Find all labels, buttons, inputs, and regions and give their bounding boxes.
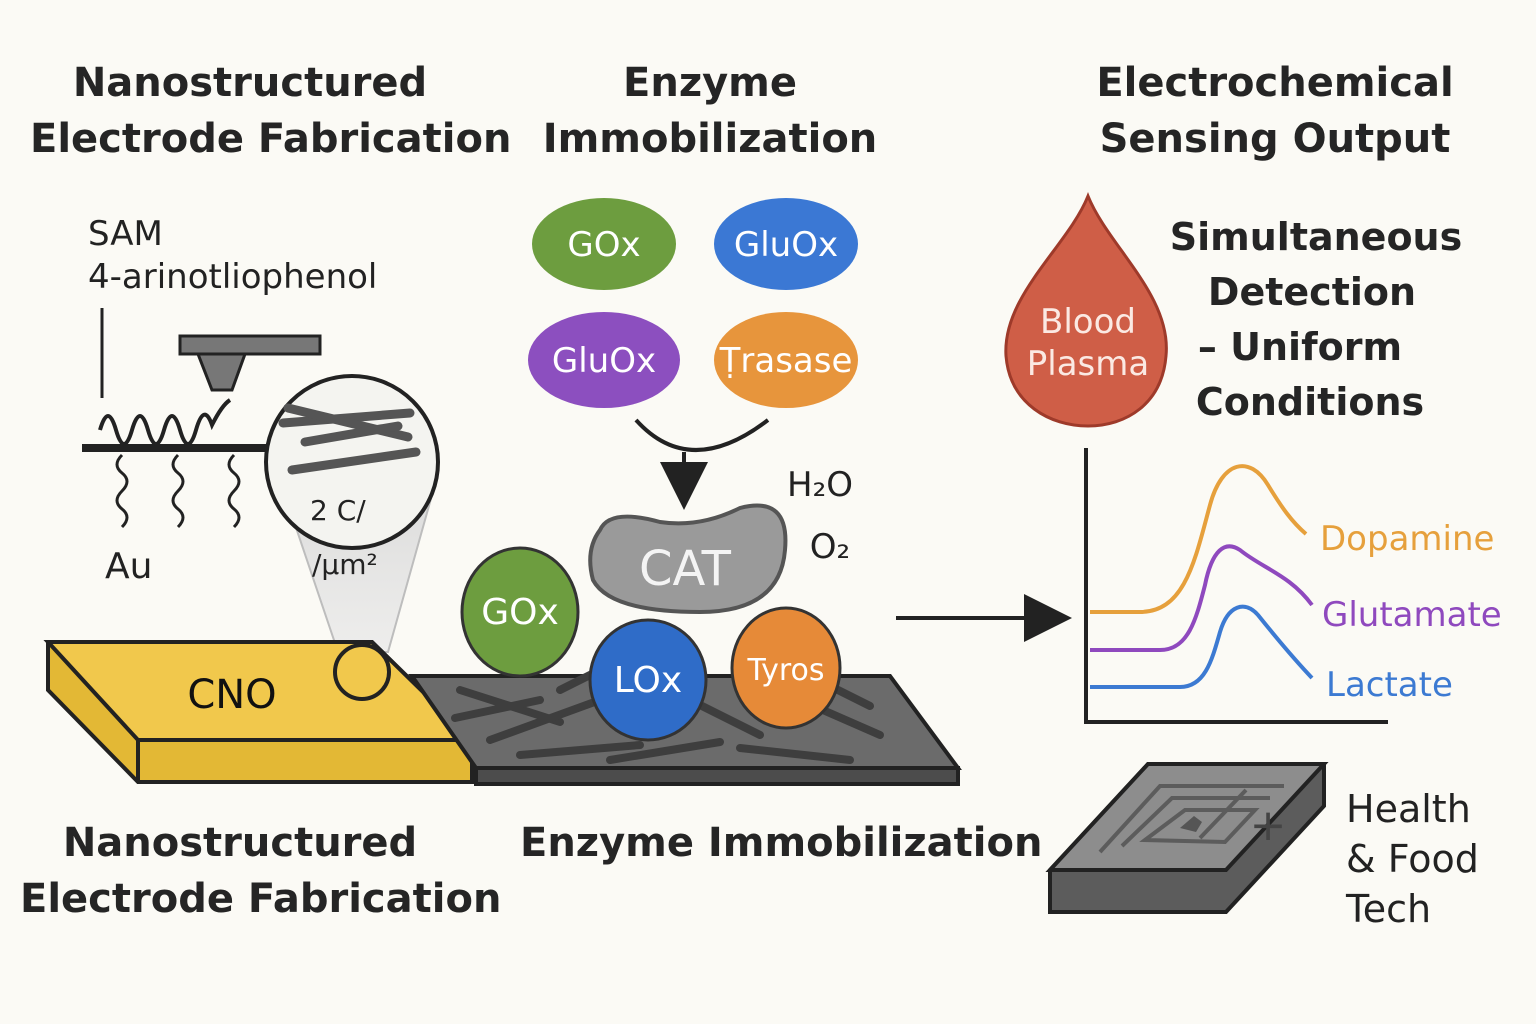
product-oxygen: O₂ [810, 527, 850, 567]
magnified-spot [333, 643, 391, 701]
bound-enzyme-blob [460, 546, 580, 678]
blood-plasma-drop [1004, 191, 1168, 428]
detection-line: Detection [1208, 270, 1416, 314]
heading-line: Electrochemical [1096, 60, 1454, 106]
legend-glutamate: Glutamate [1322, 595, 1502, 635]
probe-tip [195, 352, 248, 392]
enzyme-label: GluOx [734, 225, 838, 265]
bound-enzyme-label: Tyros [746, 653, 824, 688]
bound-enzyme-label: LOx [614, 660, 682, 701]
density-label-line1: 2 C/ [310, 494, 366, 527]
heading-line: Immobilization [542, 116, 878, 162]
enzyme-label: GOx [567, 225, 640, 265]
density-label-line2: /μm² [312, 548, 378, 581]
bound-enzyme-blob [588, 618, 708, 742]
heading-fabrication-top: Nanostructured Electrode Fabrication [30, 55, 512, 167]
enzyme-label: Ṭrasase [719, 341, 853, 381]
sam-wave [98, 398, 232, 446]
thiol-chain [171, 453, 185, 529]
legend-lactate: Lactate [1326, 665, 1453, 705]
bound-enzyme-blob [730, 606, 842, 730]
sensor-chip-traces [1098, 784, 1284, 854]
enzyme-blob [714, 198, 858, 290]
sam-compound-label: 4-arinotliophenol [88, 257, 377, 297]
enzyme-label: GluOx [552, 341, 656, 381]
thiol-chain [115, 453, 129, 529]
coated-electrode-front [474, 766, 960, 786]
bound-enzyme-label: GOx [481, 592, 559, 633]
flow-arrow-curve [634, 418, 770, 452]
sam-label: SAM [88, 214, 163, 254]
sample-label-line2: Plasma [1027, 344, 1149, 384]
signal-curve-glutamate [1090, 544, 1314, 652]
heading-line: Electrode Fabrication [20, 876, 502, 922]
detection-line: Simultaneous [1170, 215, 1462, 259]
application-line: Tech [1345, 887, 1431, 931]
enzyme-blob [714, 312, 858, 408]
catalase-shape [588, 503, 788, 615]
sensor-chip-mark [1180, 816, 1202, 832]
heading-line: Enzyme Immobilization [520, 820, 1043, 866]
magnified-nanotubes [278, 403, 421, 475]
heading-line: Nanostructured [72, 60, 428, 106]
application-line: Health [1346, 787, 1471, 831]
application-line: & Food [1346, 837, 1479, 881]
heading-line: Electrode Fabrication [30, 116, 512, 162]
heading-sensing-top: Electrochemical Sensing Output [1080, 55, 1470, 167]
catalase-label: CAT [639, 541, 732, 597]
heading-immobilization-bottom: Enzyme Immobilization [520, 815, 1043, 871]
plus-icon: + [1250, 800, 1287, 851]
heading-line: Sensing Output [1099, 116, 1451, 162]
product-water: H₂O [787, 465, 853, 505]
enzyme-blob [528, 312, 680, 408]
sample-label-line1: Blood [1040, 302, 1136, 342]
thiol-chain [227, 453, 241, 529]
signal-curve-dopamine [1090, 464, 1308, 614]
detection-line: – Uniform [1198, 325, 1402, 369]
heading-line: Nanostructured [62, 820, 418, 866]
electrode-label: CNO [187, 672, 276, 718]
substrate-label: Au [105, 546, 152, 587]
detection-text: Simultaneous Detection – Uniform Conditi… [1170, 215, 1462, 424]
heading-fabrication-bottom: Nanostructured Electrode Fabrication [20, 815, 502, 927]
heading-immobilization-top: Enzyme Immobilization [540, 55, 880, 167]
detection-line: Conditions [1196, 380, 1424, 424]
legend-dopamine: Dopamine [1320, 519, 1494, 559]
application-label: Health & Food Tech [1345, 787, 1479, 931]
sensor-chip-top [1045, 762, 1329, 872]
heading-line: Enzyme [623, 60, 797, 106]
signal-curve-lactate [1090, 604, 1314, 689]
enzyme-blob [532, 198, 676, 290]
au-surface-bar [82, 444, 282, 452]
probe-holder [178, 334, 322, 356]
